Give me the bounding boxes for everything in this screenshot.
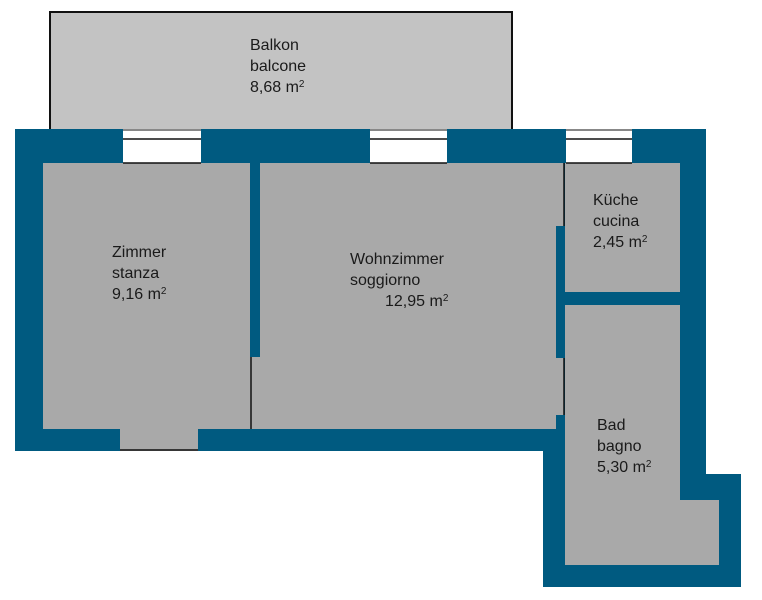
kitchen-name-it: cucina [593,213,640,230]
bedroom-name-it: stanza [112,265,160,282]
living-floor [250,163,564,415]
bedroom-label: Zimmer stanza 9,16 m2 [112,242,166,305]
living-name-it: soggiorno [350,272,421,289]
window-living [370,129,447,164]
balcony-name-it: balcone [250,58,307,75]
kitchen-floor [565,163,680,292]
bedroom-area-label: 9,16 m2 [112,286,167,303]
partition-wall-kitchen [556,226,565,358]
balcony-name-de: Balkon [250,37,299,54]
window-bedroom-bottom [120,429,198,451]
kitchen-label: Küche cucina 2,45 m2 [593,190,647,253]
living-label: Wohnzimmer soggiorno 12,95 m2 [350,249,448,312]
kitchen-area-label: 2,45 m2 [593,234,648,251]
window-kitchen [566,129,632,164]
partition-wall-bath [556,415,565,451]
balcony-label: Balkon balcone 8,68 m2 [250,35,306,98]
bath-floor [565,305,719,565]
living-area-label: 12,95 m2 [385,293,449,310]
kitchen-name-de: Küche [593,192,639,209]
bath-label: Bad bagno 5,30 m2 [597,415,651,478]
wall-kitchen-bath [565,292,680,305]
window-bedroom [123,129,201,164]
bedroom-floor [43,163,250,429]
bath-area-label: 5,30 m2 [597,459,652,476]
partition-wall-bedroom [250,163,260,357]
living-name-de: Wohnzimmer [350,251,444,268]
living-floor-lower [250,415,556,429]
bath-name-it: bagno [597,438,642,455]
bedroom-name-de: Zimmer [112,244,167,261]
balcony-area-label: 8,68 m2 [250,79,305,96]
balcony-area [49,11,513,131]
bath-name-de: Bad [597,417,626,434]
